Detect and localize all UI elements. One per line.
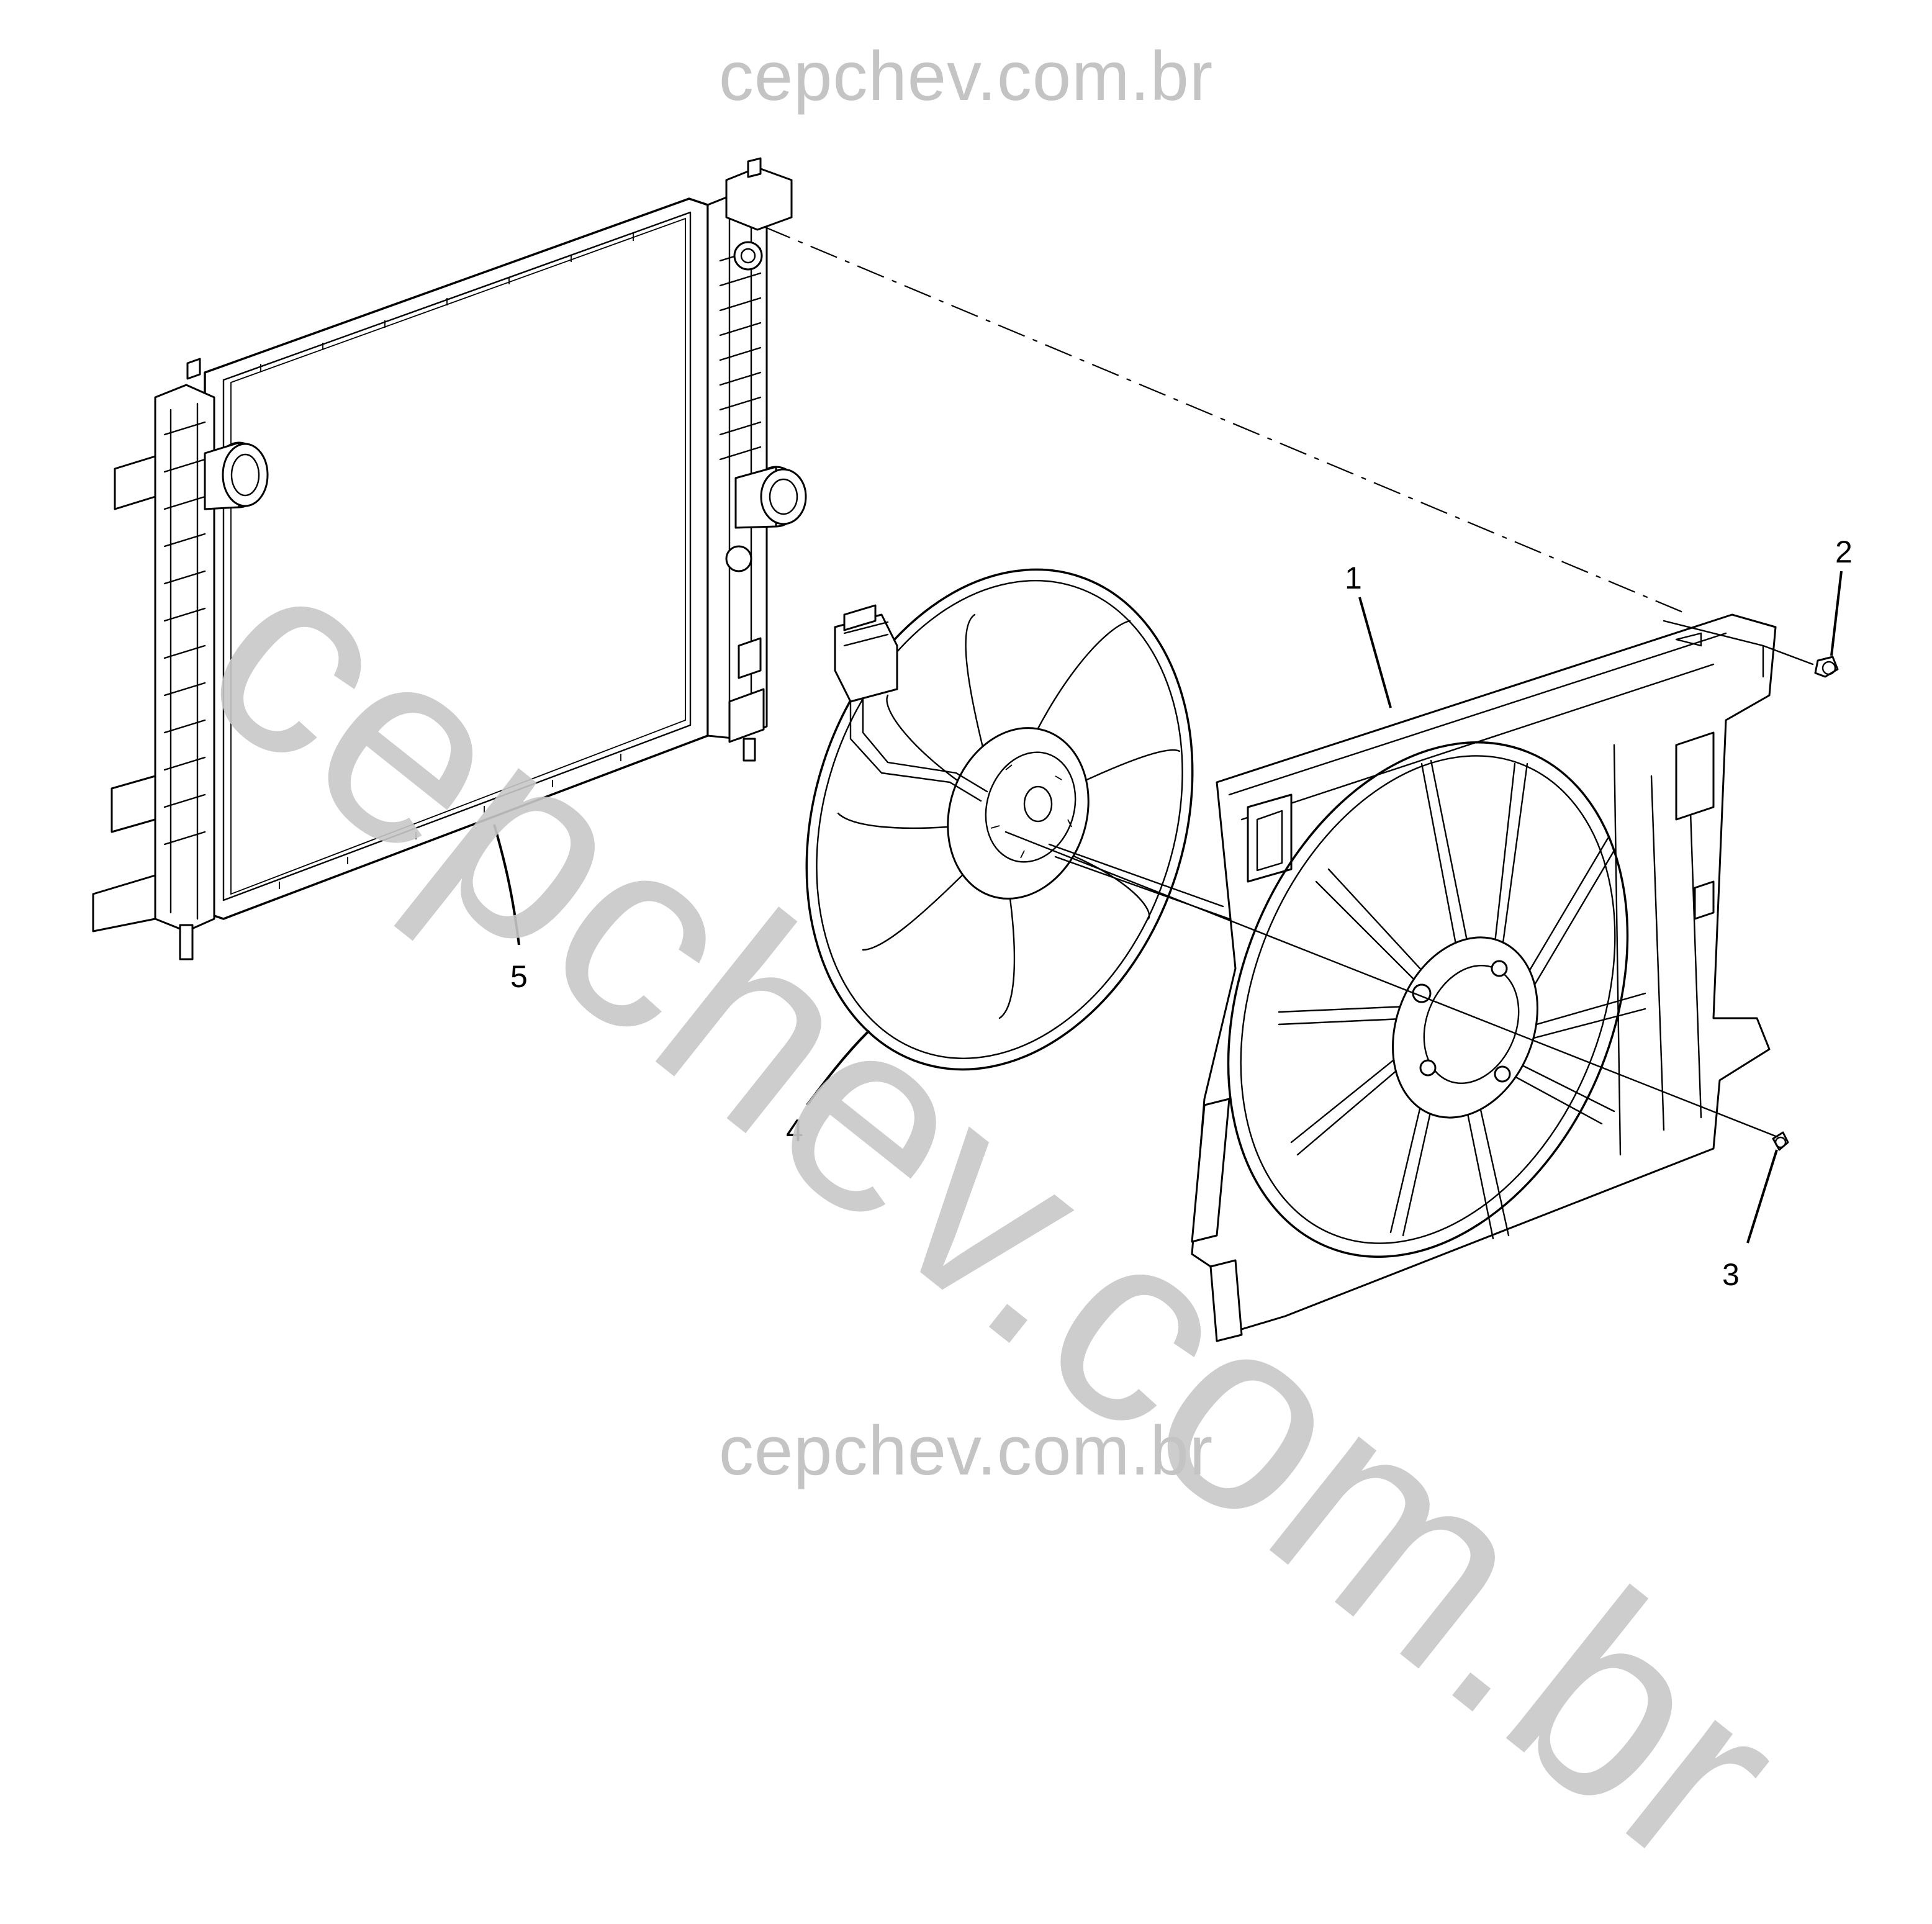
diagram-canvas: cepchev.com.br — [92, 37, 1853, 1924]
fan-axis-line — [1004, 831, 1777, 1137]
callout-3: 3 — [1722, 1257, 1740, 1292]
fan-assembly — [805, 568, 1262, 1071]
leader-3 — [1746, 1149, 1778, 1244]
exploded-view-drawing: 1 2 3 4 5 — [92, 157, 1853, 1342]
bolt-upper — [1762, 644, 1839, 678]
watermark-top: cepchev.com.br — [718, 37, 1214, 115]
radiator-right-tank — [706, 157, 807, 762]
fan-shroud — [1191, 613, 1777, 1342]
leader-2 — [1830, 571, 1843, 656]
alignment-line — [763, 225, 1689, 616]
callout-5: 5 — [510, 959, 528, 994]
leader-4 — [806, 1029, 870, 1106]
bolt-lower — [1772, 1131, 1789, 1151]
leader-1 — [1358, 597, 1392, 708]
watermark-bottom: cepchev.com.br — [718, 1412, 1214, 1489]
callout-4: 4 — [786, 1113, 803, 1148]
callout-2: 2 — [1835, 535, 1853, 569]
radiator-left-tank — [92, 358, 269, 960]
leader-5 — [493, 824, 520, 946]
callout-1: 1 — [1345, 561, 1362, 595]
radiator — [92, 157, 807, 960]
